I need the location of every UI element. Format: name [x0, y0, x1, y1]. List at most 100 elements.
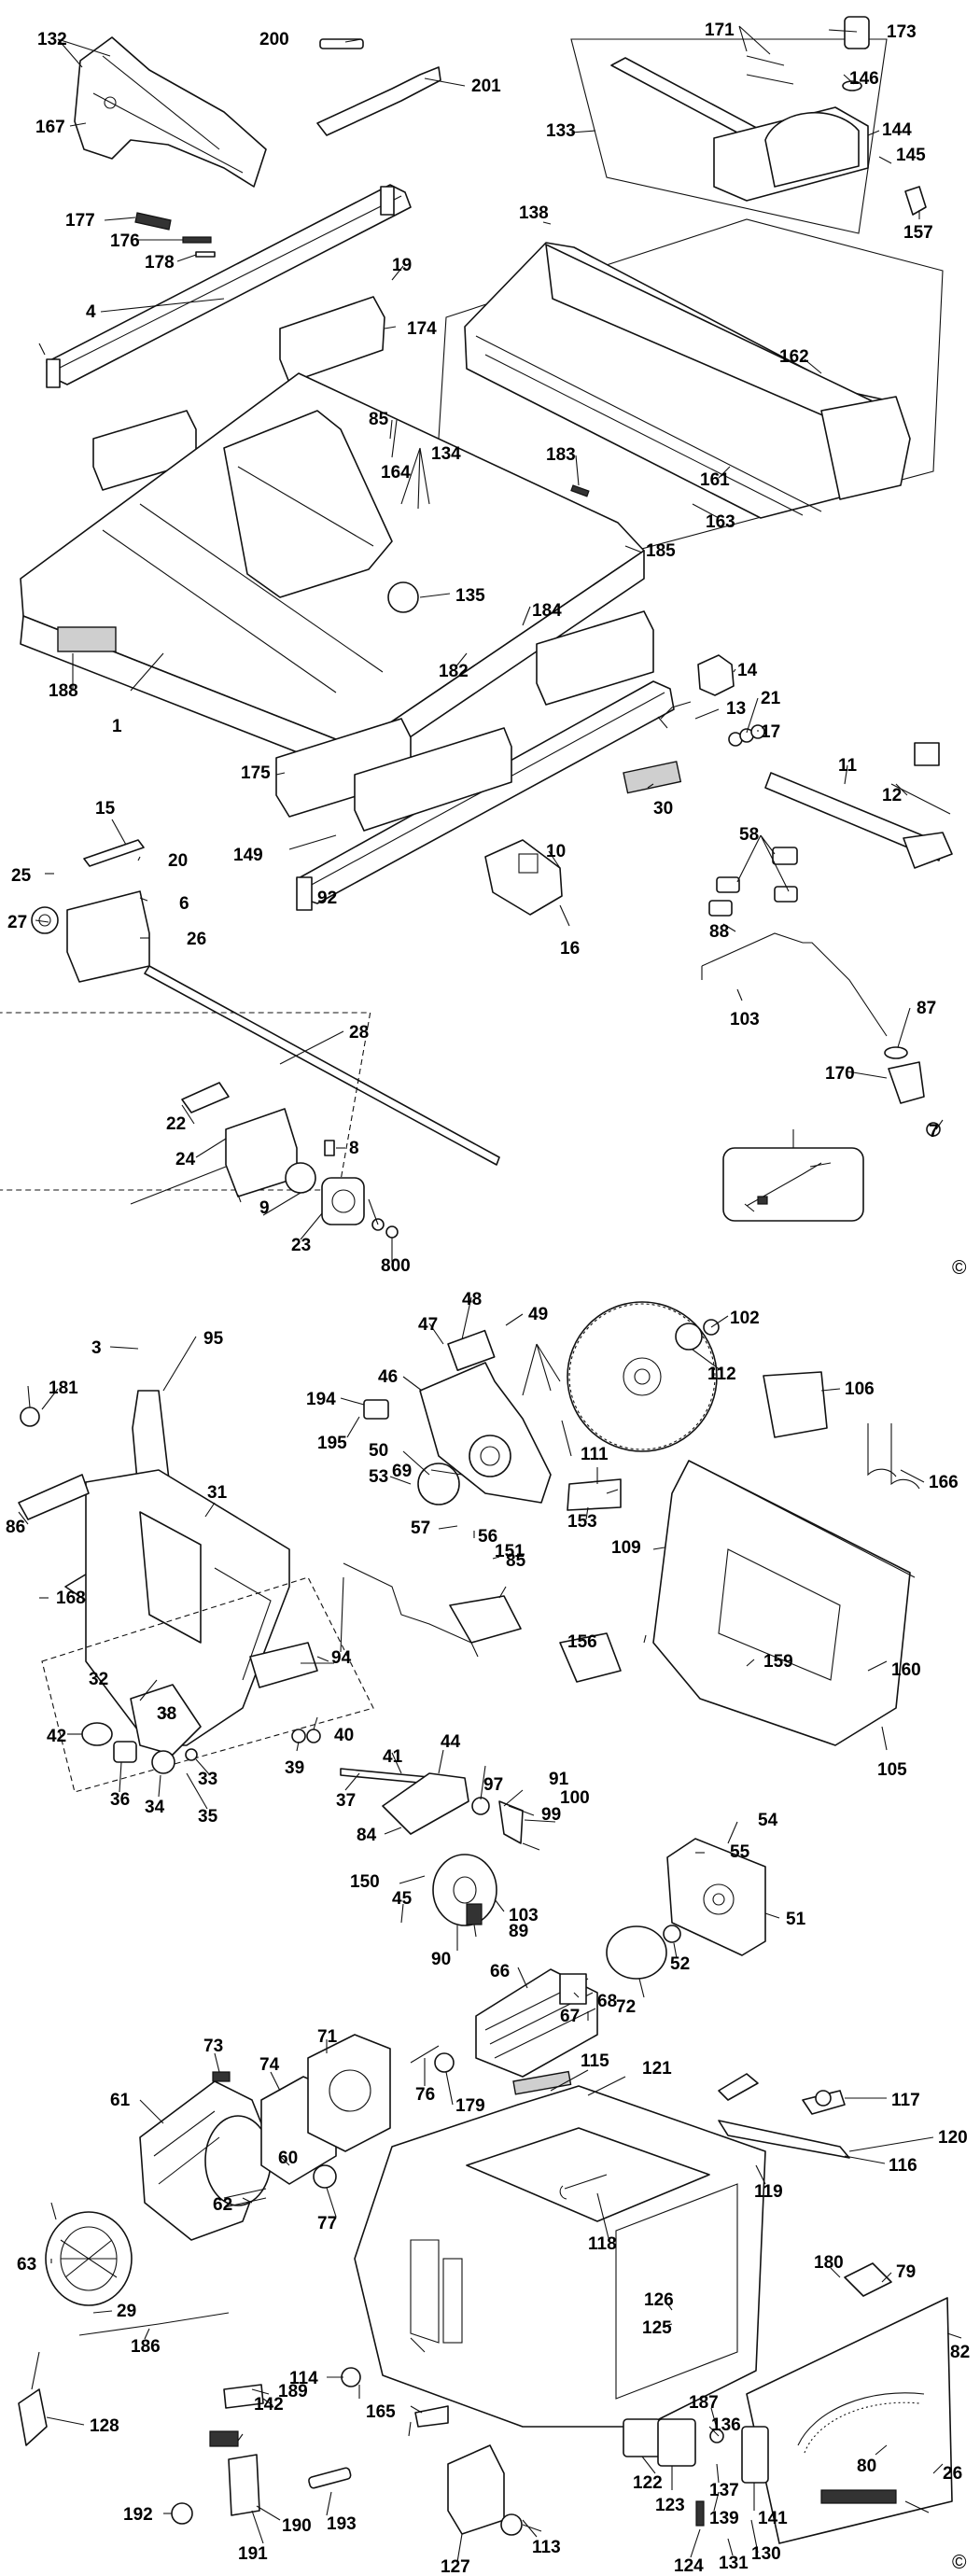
part-label: 29: [117, 2302, 136, 2321]
part-label: 106: [845, 1379, 875, 1399]
part-label: 175: [241, 763, 271, 783]
part-label: 164: [381, 463, 411, 483]
copyright-mark-bottom: ©: [952, 2552, 967, 2573]
hooks-166-drawing: [867, 1423, 920, 1490]
bracket-6-left-drawing: [31, 839, 150, 983]
nut-181-drawing: [20, 1407, 40, 1427]
wing-nut-117-drawing: [802, 2090, 846, 2115]
part-label: 159: [763, 1652, 793, 1672]
leader-lines: [18, 25, 962, 2563]
bearing-52-drawing: [663, 1925, 681, 1943]
clamp-165-drawing: [414, 2405, 449, 2428]
bolt-118-drawing: [559, 2174, 608, 2200]
label-188-drawing: [57, 626, 117, 652]
part-label: 56: [478, 1527, 497, 1547]
armature-66-drawing: [475, 1968, 598, 2078]
cover-151-drawing: [449, 1595, 522, 1644]
cap-77-drawing: [313, 2164, 337, 2189]
part-label: 186: [131, 2337, 161, 2357]
part-label: 46: [378, 1367, 398, 1387]
part-label: 34: [145, 1798, 165, 1817]
part-label: 176: [110, 231, 140, 251]
part-label: 3: [91, 1338, 102, 1358]
part-label: 123: [655, 2496, 685, 2515]
part-label: 99: [541, 1805, 561, 1825]
bracket-86-left-drawing: [18, 1474, 90, 1520]
part-label: 77: [317, 2214, 337, 2233]
part-label: 48: [462, 1290, 482, 1309]
part-label: 133: [546, 121, 576, 141]
part-label: 103: [730, 1010, 760, 1029]
cradle-frame-drawing: [41, 1469, 374, 1793]
part-label: 122: [633, 2473, 663, 2493]
part-label: 182: [439, 662, 469, 681]
part-label: 7: [929, 1122, 939, 1141]
part-label: 167: [35, 118, 65, 137]
part-label: 63: [17, 2255, 36, 2275]
part-label: 32: [89, 1670, 108, 1689]
bracket-86-right-drawing: [249, 1642, 318, 1688]
blade-housing-drawing: [652, 1460, 916, 1746]
part-label: 12: [882, 786, 902, 805]
part-label: 89: [509, 1922, 528, 1941]
bracket-116-drawing: [718, 2073, 759, 2101]
part-label: 16: [560, 939, 580, 959]
part-label: 26: [943, 2464, 962, 2484]
part-label: 190: [282, 2516, 312, 2536]
base-113-drawing: [354, 2085, 766, 2428]
part-label: 30: [653, 799, 673, 819]
shaft-7-drawing: [0, 965, 500, 1191]
part-label: 51: [786, 1910, 806, 1929]
part-label: 88: [709, 922, 729, 942]
part-label: 145: [896, 146, 926, 165]
part-label: 103: [509, 1906, 539, 1925]
gearbox-51-drawing: [666, 1838, 766, 1956]
part-label: 114: [289, 2369, 318, 2388]
part-label: 20: [168, 851, 188, 871]
part-label: 97: [483, 1775, 503, 1795]
part-label: 35: [198, 1807, 218, 1827]
part-label: 76: [415, 2085, 435, 2105]
part-label: 54: [758, 1811, 778, 1830]
plug-128-drawing: [18, 2388, 48, 2446]
part-label: 117: [891, 2091, 920, 2110]
spring-pin-drawing: [134, 212, 216, 258]
part-label: 9: [259, 1198, 270, 1218]
part-label: 134: [431, 444, 461, 464]
motor-housing-drawing: [139, 2080, 272, 2241]
part-label: 171: [705, 21, 735, 40]
pulley-drawing: [432, 1854, 497, 1926]
strain-relief-drawing: [209, 2430, 260, 2516]
screw-124-drawing: [695, 2500, 705, 2527]
part-labels-bottom: 95 3 181 48 49 47 46 194 195 50 69 53 57…: [6, 1290, 970, 2576]
part-label: 58: [739, 825, 759, 845]
part-label: 132: [37, 30, 67, 49]
bracket-10-drawing: [484, 839, 563, 916]
part-label: 17: [761, 722, 780, 742]
part-label: 15: [95, 799, 116, 819]
part-label: 121: [642, 2059, 672, 2079]
part-label: 163: [706, 512, 735, 532]
part-label: 14: [737, 661, 758, 680]
part-label: 31: [207, 1483, 228, 1503]
part-label: 92: [317, 889, 337, 908]
part-label: 136: [711, 2415, 741, 2435]
part-label: 184: [532, 601, 562, 621]
key-200-drawing: [319, 38, 364, 49]
part-label: 188: [49, 681, 78, 701]
part-label: 95: [203, 1329, 224, 1349]
flange-112-drawing: [675, 1323, 703, 1351]
part-label: 52: [670, 1954, 690, 1974]
part-label: 139: [709, 2509, 739, 2528]
part-label: 142: [254, 2395, 284, 2415]
fan-guard-63-drawing: [45, 2211, 133, 2306]
bracket-153-drawing: [567, 1478, 622, 1511]
part-label: 87: [917, 999, 936, 1018]
part-label: 82: [950, 2343, 970, 2362]
rip-fence-drawing: [438, 218, 944, 552]
tube-193-drawing: [308, 2467, 352, 2489]
part-label: 38: [157, 1704, 176, 1724]
part-label: 183: [546, 445, 576, 465]
part-label: 100: [560, 1788, 590, 1808]
